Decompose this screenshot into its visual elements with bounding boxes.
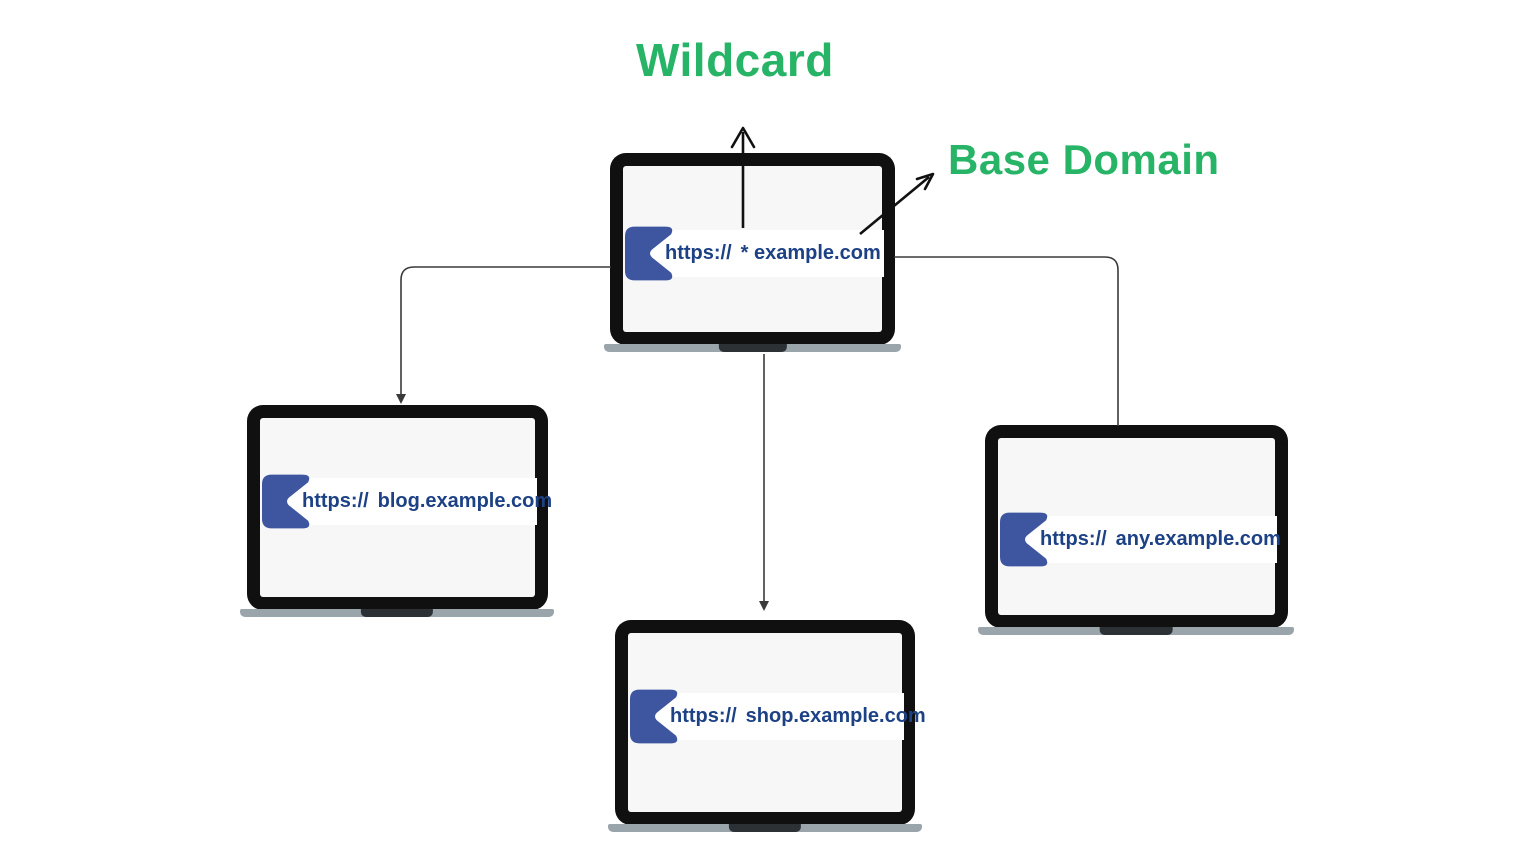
laptop-bezel: https:// * example.com (610, 153, 895, 345)
laptop-bezel: https:// shop.example.com (615, 620, 926, 825)
laptop-base-notch (718, 344, 787, 352)
connector-to-shop (759, 354, 769, 611)
laptop-screen: https:// blog.example.com (260, 418, 552, 597)
url-scheme: https:// (670, 705, 737, 727)
laptop-screen: https:// shop.example.com (628, 633, 926, 812)
wildcard-label: Wildcard (636, 34, 834, 86)
url-domain: any.example.com (1115, 528, 1281, 550)
laptop-base (978, 627, 1294, 635)
browser-tag-icon (630, 689, 678, 744)
laptop-screen: https:// * example.com (623, 166, 884, 332)
browser-tag-icon (1000, 512, 1048, 567)
url-text: https:// blog.example.com (288, 478, 552, 525)
laptop-base (608, 824, 922, 832)
connector-to-any (894, 256, 1119, 426)
browser-url-bar: https:// * example.com (625, 226, 884, 281)
laptop-base (240, 609, 554, 617)
connector-to-blog (396, 266, 611, 404)
laptop-base-notch (1099, 627, 1173, 635)
url-text: https:// any.example.com (1026, 516, 1281, 563)
laptop-base (604, 344, 901, 352)
laptop-bezel: https:// any.example.com (985, 425, 1288, 628)
laptop-screen: https:// any.example.com (998, 438, 1281, 615)
browser-url-bar: https:// any.example.com (1000, 512, 1281, 567)
url-scheme: https:// (302, 490, 369, 512)
browser-tag-icon (625, 226, 673, 281)
browser-url-bar: https:// shop.example.com (630, 689, 926, 744)
browser-tag-icon (262, 474, 310, 529)
url-domain: shop.example.com (745, 705, 926, 727)
base-domain-label: Base Domain (948, 136, 1220, 183)
url-domain: * example.com (740, 242, 881, 264)
url-text: https:// * example.com (651, 230, 884, 277)
laptop-base-notch (360, 609, 434, 617)
url-scheme: https:// (665, 242, 732, 264)
laptop-base-notch (728, 824, 802, 832)
url-scheme: https:// (1040, 528, 1107, 550)
url-text: https:// shop.example.com (656, 693, 926, 740)
url-domain: blog.example.com (377, 490, 553, 512)
laptop-bezel: https:// blog.example.com (247, 405, 552, 610)
browser-url-bar: https:// blog.example.com (262, 474, 552, 529)
